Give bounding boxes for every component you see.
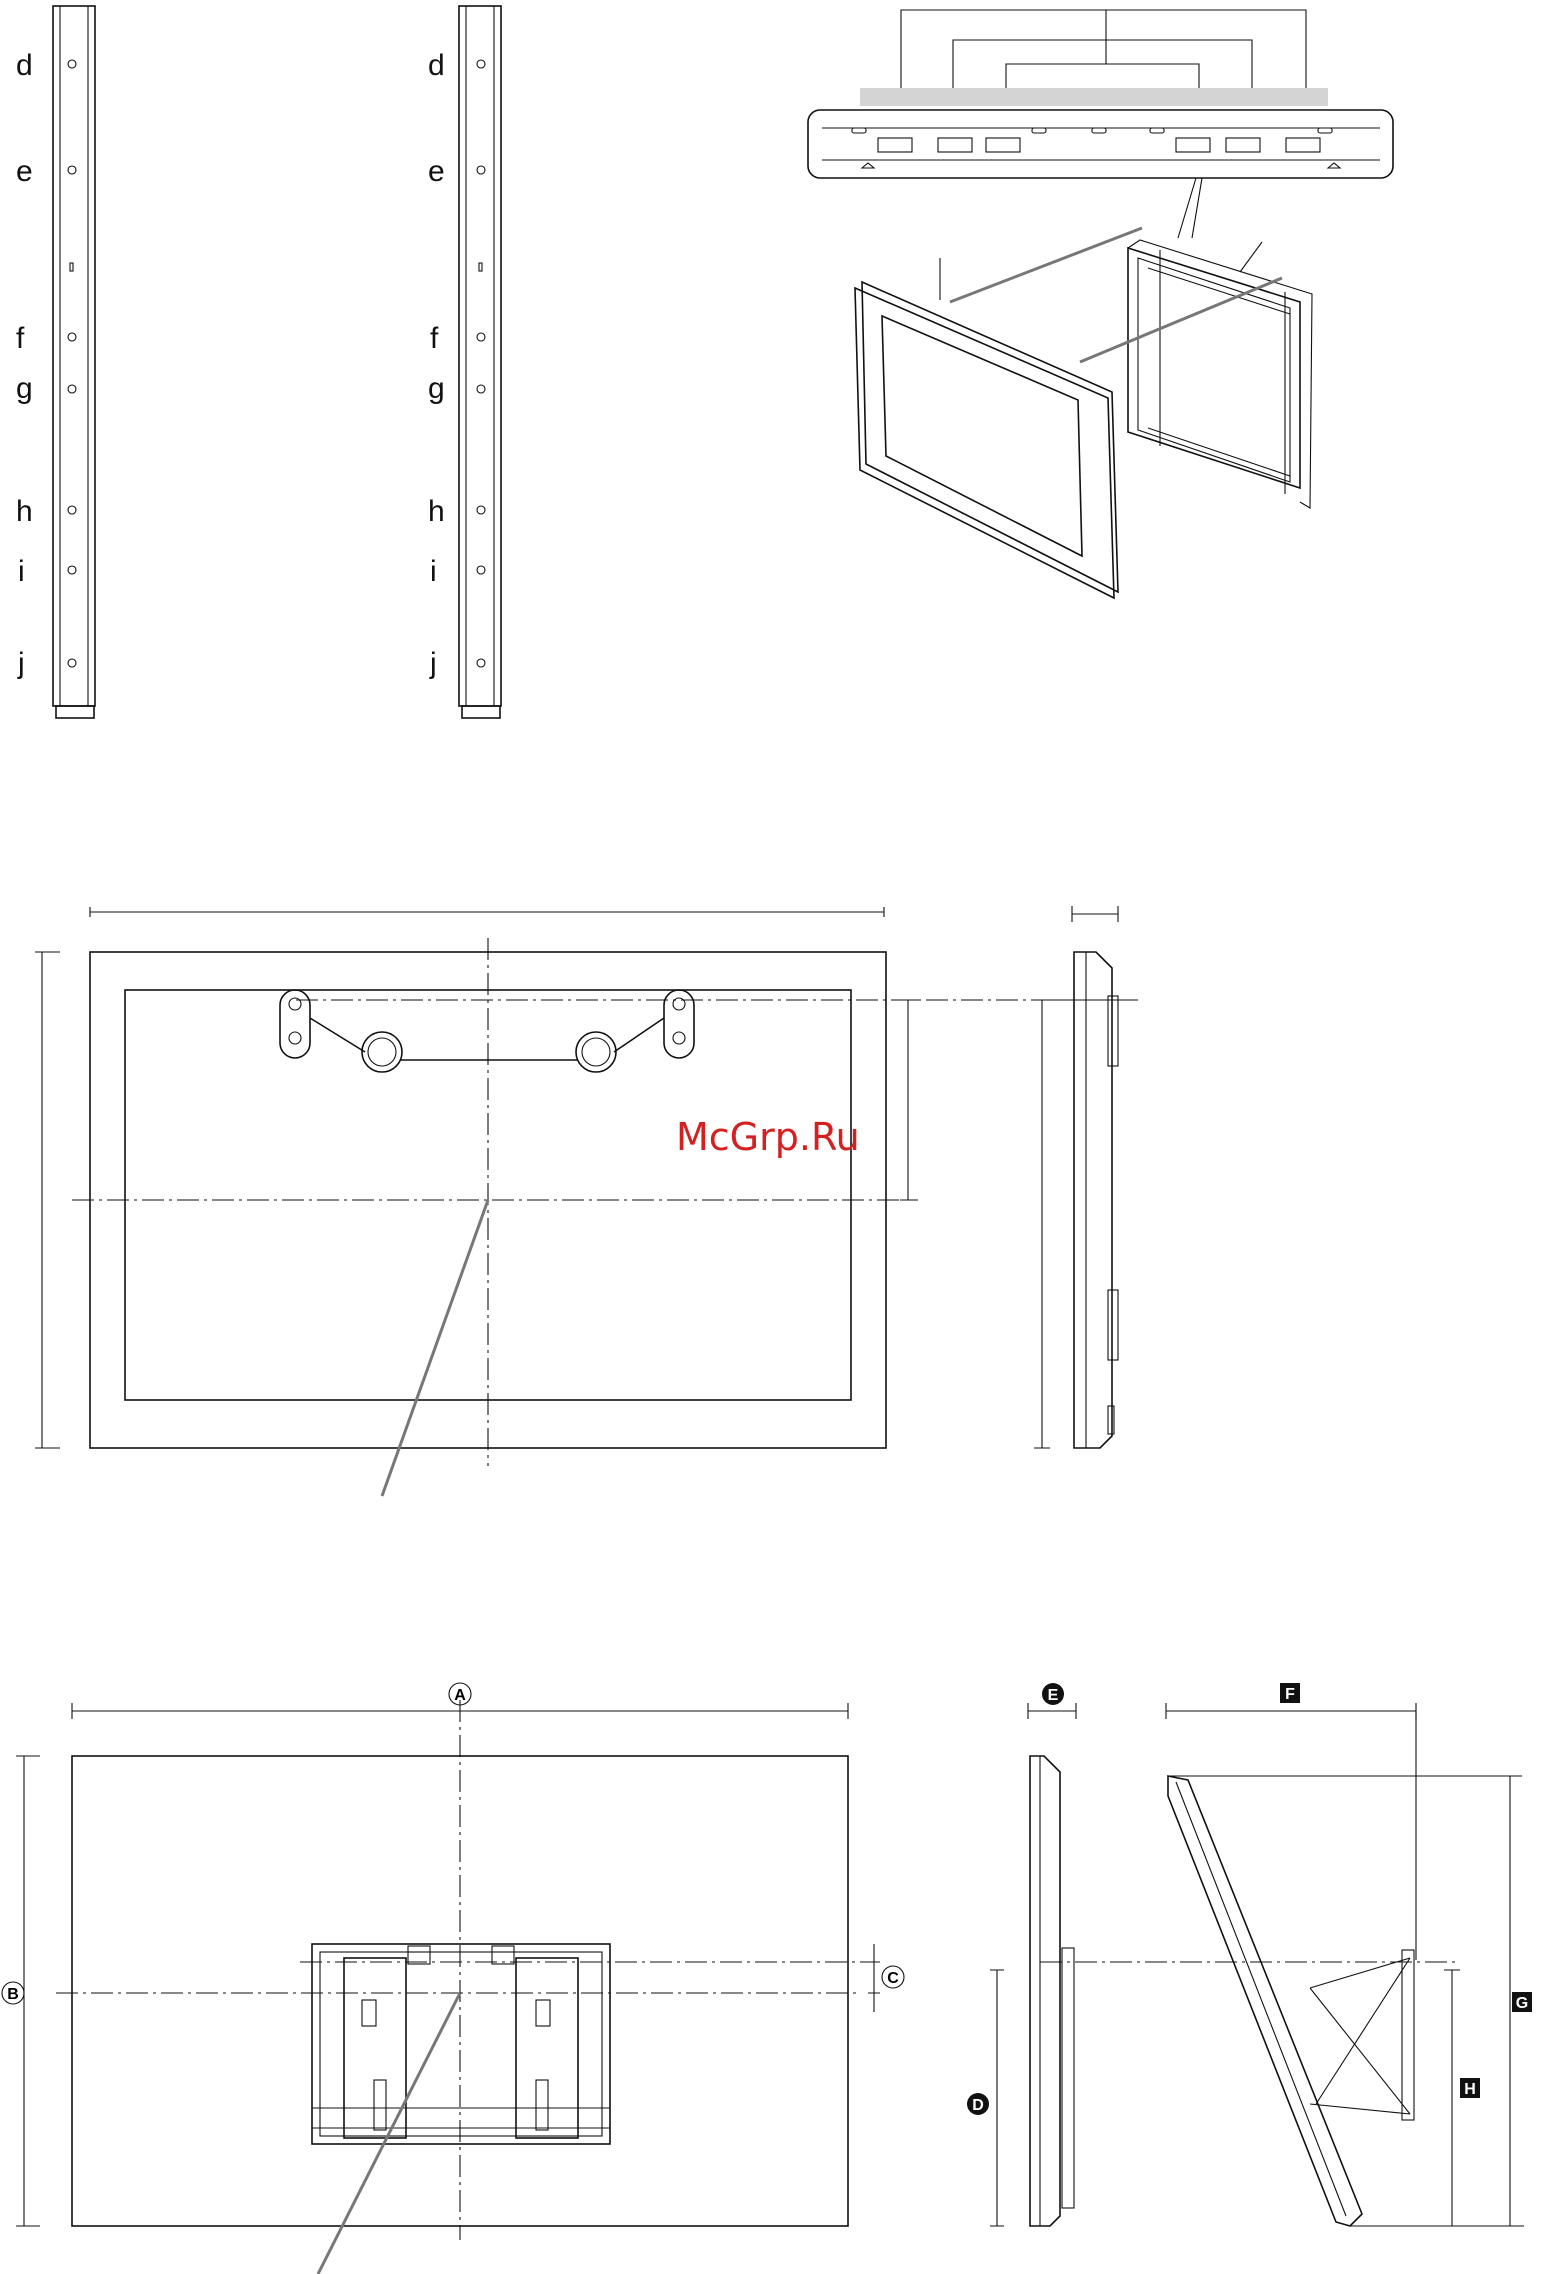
dim-H-label: H [1464, 2081, 1476, 2098]
dim-F-label: F [1285, 1686, 1295, 1703]
wall-plate [860, 88, 1328, 106]
rail-right-label-f: f [430, 322, 439, 355]
rail-left-label-d: d [16, 49, 33, 82]
bottom-front-view: A B C [2, 1683, 904, 2274]
rail-right [459, 6, 501, 718]
dim-B-label: B [7, 1986, 19, 2003]
rail-right-label-h: h [428, 495, 445, 528]
dim-D-label: D [972, 2097, 984, 2114]
rail-right-labels: d e f g h i j [428, 49, 445, 680]
dim-C-label: C [887, 1970, 899, 1987]
rail-left-label-j: j [17, 647, 25, 680]
rail-left-label-e: e [16, 155, 33, 188]
bottom-tilted-view: F G H [1166, 1683, 1532, 2226]
rail-left-label-h: h [16, 495, 33, 528]
dim-E-label: E [1048, 1687, 1059, 1704]
rail-left [53, 6, 95, 718]
hanging-illustration [808, 10, 1393, 598]
rail-right-label-d: d [428, 49, 445, 82]
rail-left-label-i: i [18, 555, 25, 588]
rail-right-label-i: i [430, 555, 437, 588]
dim-G-label: G [1516, 1995, 1528, 2012]
side-view-middle [1034, 906, 1138, 1448]
rail-left-label-g: g [16, 372, 33, 405]
rail-left-label-f: f [16, 322, 25, 355]
rail-right-label-e: e [428, 155, 445, 188]
rail-left-labels: d e f g h i j [16, 49, 33, 680]
watermark-text: McGrp.Ru [676, 1115, 860, 1159]
rail-right-label-g: g [428, 372, 445, 405]
zoom-callout [808, 110, 1393, 178]
bottom-side-view: E D [967, 1683, 1458, 2226]
rail-right-label-j: j [429, 647, 437, 680]
rear-view: McGrp.Ru [35, 907, 1138, 1496]
